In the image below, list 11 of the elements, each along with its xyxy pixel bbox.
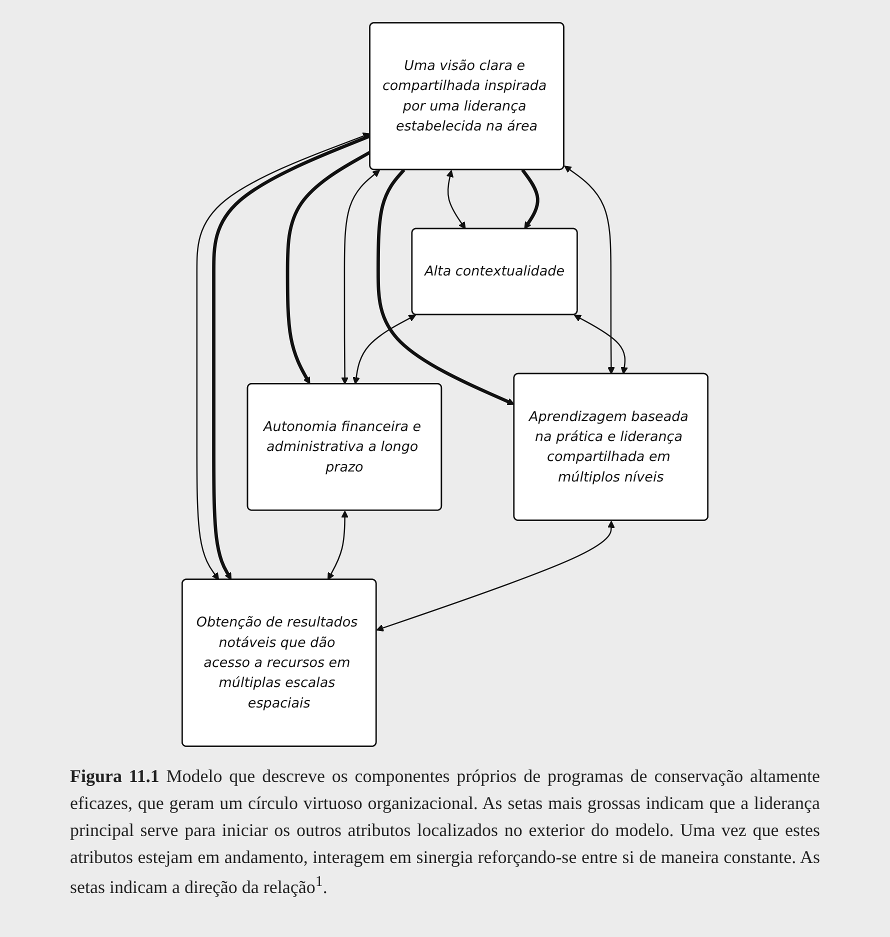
figure-caption: Figura 11.1 Modelo que descreve os componentes próprios de programas de conservação altamente eficazes, que geram um círculo virtuoso organizacional. As setas mais grossas indicam que a liderança principal serve para iniciar os outros atributos localizados no exterior do modelo. Uma vez que estes atributos estejam em andamento, interagem em sinergia reforçando-se entre si de maneira constante. As setas indicam a direção da relação$^{1}$. xyxy=(70,765,820,899)
arrow xyxy=(327,510,349,580)
arrow xyxy=(564,166,615,374)
arrow xyxy=(446,170,466,230)
arrow xyxy=(376,168,515,406)
arrow xyxy=(341,170,380,384)
arrow xyxy=(521,168,540,230)
arrow xyxy=(376,520,615,632)
arrow xyxy=(352,314,416,384)
arrow xyxy=(574,314,628,374)
arrow xyxy=(286,150,372,384)
